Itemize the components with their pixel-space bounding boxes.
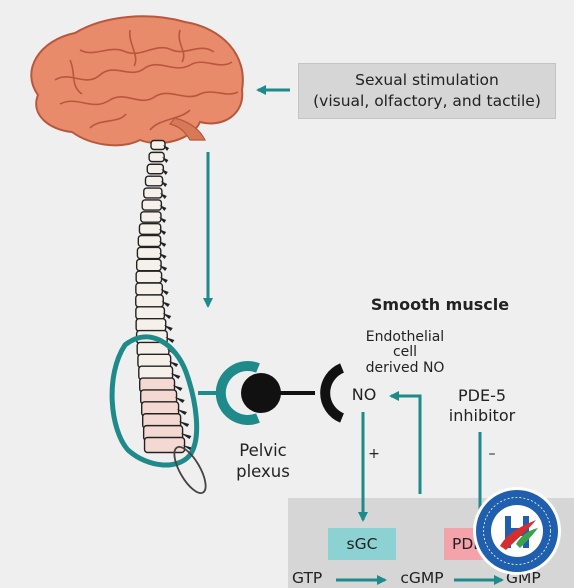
endothelial-line-2: cell	[392, 344, 418, 361]
vertebra	[141, 199, 163, 211]
vertebra-process	[165, 337, 175, 343]
vertebra-process	[174, 397, 185, 403]
pelvic-line-2: plexus	[236, 462, 290, 482]
vertebra-process	[163, 145, 169, 151]
vertebra	[140, 211, 162, 223]
vertebra-process	[168, 361, 179, 367]
vertebra	[135, 306, 166, 320]
activation-sign: +	[368, 446, 380, 462]
nerve-terminal-c-shape	[320, 363, 345, 423]
vertebra-process	[159, 265, 168, 271]
endothelial-line-1: Endothelial	[365, 329, 445, 345]
pde5-inhibitor-label: PDE-5 inhibitor	[432, 386, 532, 426]
vertebra-process	[163, 325, 173, 331]
plexus-ganglion	[241, 373, 281, 413]
endothelial-to-no-arrow	[389, 391, 422, 494]
plexus-c-shape	[215, 361, 260, 425]
pelvic-line-1: Pelvic	[239, 441, 287, 460]
smooth-muscle-title: Smooth muscle	[370, 295, 510, 314]
vertebra-process	[160, 289, 169, 295]
sgc-box: sGC	[328, 528, 396, 560]
endothelial-line-3: derived NO	[365, 359, 445, 376]
vertebra	[135, 318, 167, 333]
stimulation-box: Sexual stimulation (visual, olfactory, a…	[298, 63, 556, 119]
stimulation-line-2: (visual, olfactory, and tactile)	[313, 92, 541, 110]
vertebra-process	[161, 169, 168, 175]
vertebra	[137, 234, 162, 248]
vertebra-process	[162, 157, 169, 163]
inhibition-sign: –	[488, 446, 496, 462]
vertebra	[144, 175, 164, 187]
pelvic-plexus-label: Pelvic plexus	[218, 440, 308, 483]
vertebra-process	[159, 205, 167, 211]
pde5-line-2: inhibitor	[448, 406, 516, 425]
vertebra-process	[178, 421, 190, 427]
vertebra-process	[158, 253, 167, 259]
vertebra-process	[158, 229, 167, 235]
vertebra-process	[162, 313, 172, 319]
vertebra-process	[170, 373, 181, 379]
sacral-region-outline	[109, 334, 200, 468]
vertebra-process	[160, 181, 168, 187]
brain-icon	[30, 15, 244, 147]
vertebra	[136, 246, 162, 260]
vertebra	[143, 187, 163, 199]
vertebra-process	[172, 385, 183, 391]
vertebrae-group	[135, 139, 194, 454]
coccyx-outline	[173, 446, 207, 494]
sgc-label: sGC	[346, 535, 378, 553]
pde5-line-1: PDE-5	[457, 386, 507, 405]
endothelial-label: Endothelial cell derived NO	[340, 329, 470, 376]
vertebra	[143, 436, 186, 454]
vertebra	[135, 294, 164, 308]
vertebra-process	[180, 433, 192, 439]
vertebra	[135, 282, 164, 296]
vertebra-process	[158, 241, 167, 247]
cgmp-label: cGMP	[400, 569, 444, 587]
vertebra	[135, 270, 163, 284]
spine-icon	[135, 139, 194, 454]
hospital-logo	[473, 487, 561, 575]
gtp-label: GTP	[292, 569, 323, 587]
vertebra-process	[176, 409, 187, 415]
vertebra	[138, 222, 162, 236]
no-label: NO	[351, 385, 377, 404]
vertebra-process	[161, 301, 170, 307]
vertebra-process	[159, 193, 167, 199]
vertebra	[148, 151, 165, 163]
vertebra	[135, 258, 162, 272]
stimulation-line-1: Sexual stimulation	[355, 71, 499, 90]
vertebra	[146, 163, 165, 175]
vertebra-process	[158, 217, 167, 223]
vertebra-process	[159, 277, 168, 283]
vertebra	[150, 139, 166, 151]
